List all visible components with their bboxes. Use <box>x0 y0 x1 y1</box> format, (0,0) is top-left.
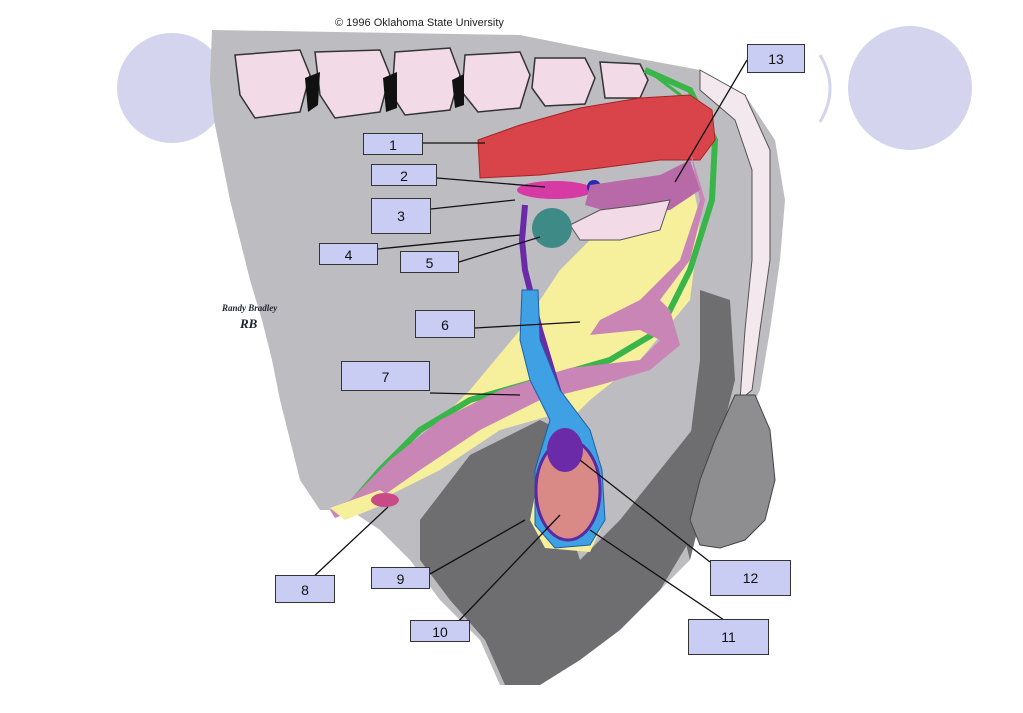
epididymis-head <box>547 428 583 472</box>
label-6[interactable]: 6 <box>415 310 475 338</box>
label-5[interactable]: 5 <box>400 251 459 273</box>
seminal-vesicle <box>517 181 593 199</box>
background-circle-right <box>848 26 972 150</box>
artist-signature: Randy Bradley <box>222 303 277 313</box>
label-4[interactable]: 4 <box>319 243 378 265</box>
ampulla <box>532 208 572 248</box>
background-arc <box>820 55 830 122</box>
glans <box>371 493 399 507</box>
label-8[interactable]: 8 <box>275 575 335 603</box>
copyright-text: © 1996 Oklahoma State University <box>335 17 504 29</box>
label-12[interactable]: 12 <box>710 560 791 596</box>
label-1[interactable]: 1 <box>363 133 423 155</box>
label-7[interactable]: 7 <box>341 361 430 391</box>
label-9[interactable]: 9 <box>371 567 430 589</box>
label-11[interactable]: 11 <box>688 619 769 655</box>
label-3[interactable]: 3 <box>371 198 431 234</box>
background-circle-left <box>117 33 227 143</box>
artist-monogram: RB <box>240 316 257 332</box>
label-2[interactable]: 2 <box>371 164 437 186</box>
label-10[interactable]: 10 <box>410 620 470 642</box>
label-13[interactable]: 13 <box>747 44 805 73</box>
